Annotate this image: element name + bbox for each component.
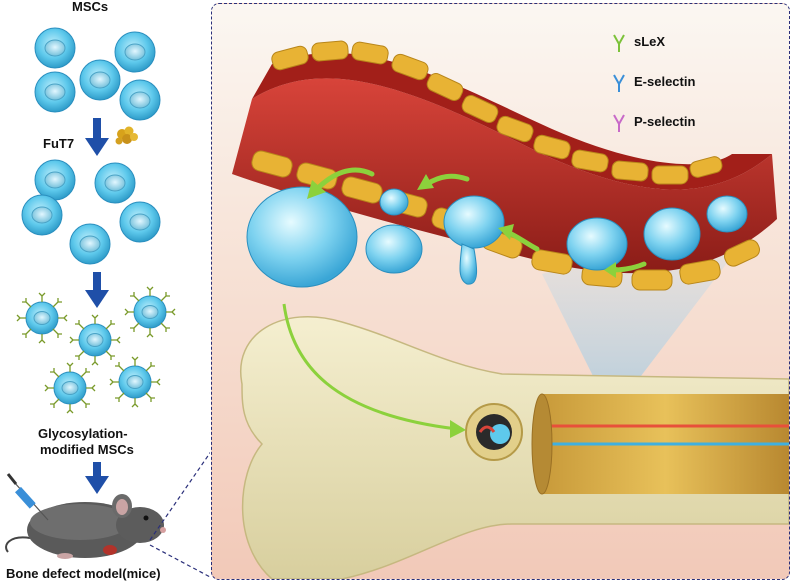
legend-p-selectin-label: P-selectin [634, 114, 696, 129]
fut7-enzyme-icon [115, 126, 138, 145]
msc-title: MSCs [72, 0, 109, 14]
modified-msc-cell [124, 286, 176, 338]
legend-e-selectin-label: E-selectin [634, 74, 696, 89]
modified-msc-cell [69, 314, 121, 366]
msc-cluster-fut7 [21, 159, 161, 265]
msc-cell [34, 71, 76, 113]
enzyme-label: FuT7 [43, 136, 75, 151]
msc-cell [119, 201, 161, 243]
down-arrow [85, 272, 109, 308]
workflow-diagram [5, 27, 210, 578]
mouse-icon [5, 494, 166, 559]
model-label: Bone defect model(mice) [6, 566, 161, 581]
e-selectin-symbol [613, 74, 625, 92]
msc-cell [69, 223, 111, 265]
msc-cluster [34, 27, 161, 121]
modified-msc-cell [44, 362, 96, 414]
modified-msc-cell [16, 292, 68, 344]
zoom-panel: sLeX E-selectin P-selectin [211, 3, 790, 580]
zoom-line [149, 451, 210, 541]
homing-arrowhead [450, 420, 466, 438]
msc-cell [94, 162, 136, 204]
vessel-bone-illustration [232, 34, 789, 579]
legend-slex-label: sLeX [634, 34, 666, 49]
msc-cell [114, 31, 156, 73]
migration-arrowheads [307, 174, 616, 278]
rolling-mscs [246, 186, 748, 288]
modified-label-line1: Glycosylation- [38, 426, 128, 441]
endothelial-cells-top [271, 40, 723, 185]
msc-cell [119, 79, 161, 121]
msc-cell [34, 27, 76, 69]
modified-label-line2: modified MSCs [40, 442, 134, 457]
msc-cell [79, 59, 121, 101]
modified-msc-cell [109, 356, 161, 408]
down-arrow [85, 118, 109, 156]
slex-symbol [613, 34, 625, 52]
homing-arrow [282, 303, 458, 431]
p-selectin-symbol [613, 114, 625, 132]
bone-cross-section [465, 403, 523, 461]
down-arrow [85, 462, 109, 494]
msc-cell [21, 194, 63, 236]
syringe-icon [6, 473, 49, 521]
zoom-line [149, 544, 210, 578]
legend-symbols [613, 34, 625, 132]
msc-cell [34, 159, 76, 201]
